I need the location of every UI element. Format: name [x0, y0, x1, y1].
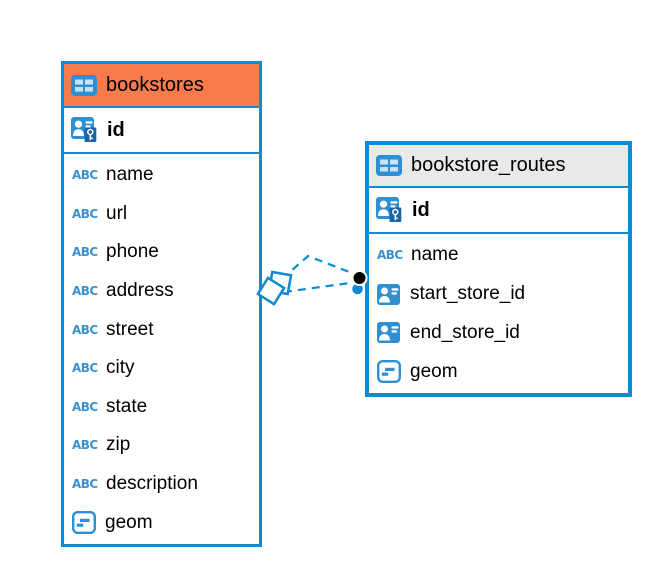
- column-row[interactable]: ABC name: [369, 236, 628, 275]
- column-row[interactable]: ABC phone: [64, 233, 259, 272]
- relationship-endpoint-dot-blue: [350, 282, 365, 296]
- column-row[interactable]: ABC description: [64, 465, 259, 504]
- primary-key-icon: [376, 197, 403, 223]
- column-label: phone: [106, 241, 159, 263]
- column-row[interactable]: ABC state: [64, 388, 259, 427]
- table-bookstore-routes-header[interactable]: bookstore_routes: [369, 145, 628, 188]
- reference-type-icon: [377, 322, 401, 344]
- table-node-bookstore-routes[interactable]: bookstore_routes id ABC name: [365, 141, 632, 397]
- columns-list: ABC name start_store_id: [369, 234, 628, 393]
- column-label: name: [106, 164, 154, 186]
- column-label: state: [106, 395, 148, 417]
- fk-line-1: [281, 254, 353, 280]
- table-icon: [71, 74, 97, 96]
- column-row[interactable]: ABC name: [64, 156, 259, 195]
- column-label: description: [106, 473, 198, 495]
- string-type-icon: ABC: [377, 248, 403, 263]
- column-row-pk[interactable]: id: [64, 108, 259, 154]
- column-row[interactable]: ABC city: [64, 349, 259, 388]
- string-type-icon: ABC: [72, 477, 98, 492]
- column-label: street: [106, 318, 154, 340]
- geometry-type-icon: [72, 511, 96, 535]
- column-row-pk[interactable]: id: [369, 188, 628, 234]
- column-row[interactable]: geom: [64, 503, 259, 542]
- reference-type-icon: [377, 283, 401, 305]
- string-type-icon: ABC: [72, 206, 98, 221]
- table-node-bookstores[interactable]: bookstores id ABC name ABC url: [61, 61, 262, 547]
- column-row[interactable]: ABC address: [64, 272, 259, 311]
- column-label: id: [107, 118, 125, 141]
- column-row[interactable]: ABC url: [64, 195, 259, 234]
- column-row[interactable]: ABC street: [64, 310, 259, 349]
- string-type-icon: ABC: [72, 361, 98, 376]
- column-label: start_store_id: [410, 283, 526, 305]
- table-icon: [376, 155, 402, 176]
- column-row[interactable]: ABC zip: [64, 426, 259, 465]
- column-label: geom: [410, 360, 458, 382]
- column-label: address: [106, 280, 174, 302]
- column-row[interactable]: start_store_id: [369, 275, 628, 314]
- column-row[interactable]: end_store_id: [369, 314, 628, 353]
- string-type-icon: ABC: [72, 322, 98, 337]
- column-label: city: [106, 357, 135, 379]
- string-type-icon: ABC: [72, 399, 98, 414]
- table-bookstores-header[interactable]: bookstores: [64, 64, 259, 108]
- relationship-diamond-back: [267, 270, 293, 296]
- string-type-icon: ABC: [72, 168, 98, 183]
- column-label: zip: [106, 434, 131, 456]
- string-type-icon: ABC: [72, 438, 98, 453]
- column-label: url: [106, 202, 128, 224]
- geometry-type-icon: [377, 360, 401, 384]
- column-label: geom: [105, 511, 153, 533]
- column-label: id: [412, 198, 430, 221]
- column-row[interactable]: geom: [369, 352, 628, 391]
- table-title: bookstores: [106, 73, 204, 96]
- string-type-icon: ABC: [72, 284, 98, 299]
- fk-line-2: [283, 281, 351, 294]
- fk-relationship-connector[interactable]: [256, 254, 368, 306]
- columns-list: ABC name ABC url ABC phone ABC address A…: [64, 154, 259, 544]
- primary-key-icon: [71, 117, 98, 143]
- table-title: bookstore_routes: [411, 154, 566, 176]
- column-label: end_store_id: [410, 321, 520, 343]
- string-type-icon: ABC: [72, 245, 98, 260]
- column-label: name: [411, 244, 459, 266]
